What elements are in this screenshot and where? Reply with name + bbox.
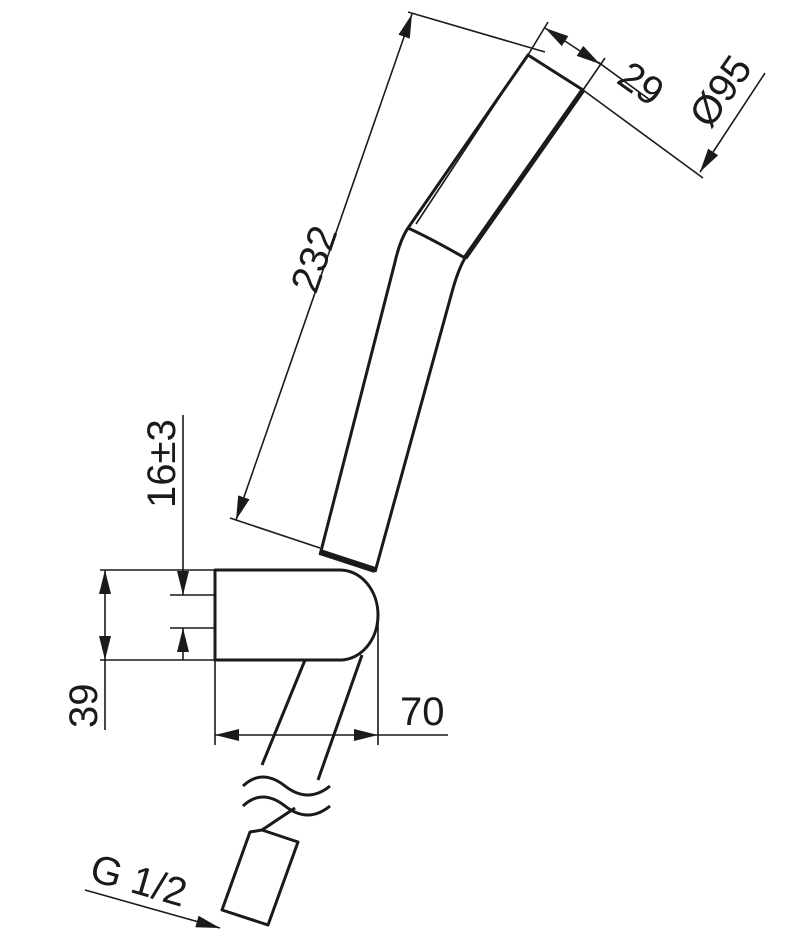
dimension-adjust: 16±3 [100,415,215,661]
dimension-head-depth-label: 29 [610,53,672,115]
dimension-length-label: 232 [283,220,346,297]
dimension-holder-projection: 70 [214,610,448,745]
dimension-head-diameter-label: Ø95 [681,48,760,135]
dimension-holder-height-label: 39 [62,684,106,729]
wall-holder [213,568,380,662]
dimension-thread: G 1/2 [84,846,221,929]
hose [220,654,364,927]
shower-head [406,53,586,260]
dimension-holder-height: 39 [62,570,111,730]
dimension-length: 232 [229,11,546,549]
dimension-holder-projection-label: 70 [400,690,445,734]
shower-handle [318,227,467,573]
dimension-adjust-label: 16±3 [140,419,184,508]
dimension-head-diameter: Ø95 [582,48,766,179]
